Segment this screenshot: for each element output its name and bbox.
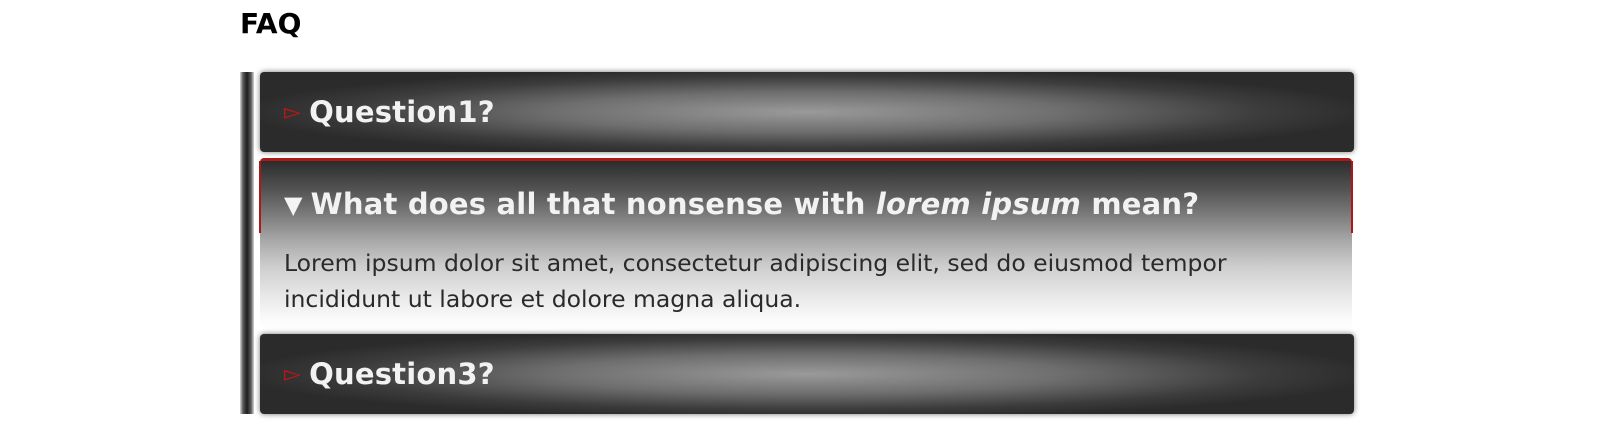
faq-question-text: Question3? bbox=[309, 357, 495, 391]
right-pointer-icon: ▻ bbox=[284, 100, 302, 125]
faq-question-1[interactable]: ▻ Question1? bbox=[284, 72, 495, 152]
right-pointer-icon: ▻ bbox=[284, 362, 302, 387]
faq-question-3[interactable]: ▻ Question3? bbox=[284, 334, 495, 414]
faq-rail bbox=[240, 72, 254, 414]
question-text-after: mean? bbox=[1081, 187, 1200, 221]
faq-question-text: Question1? bbox=[309, 95, 495, 129]
page-title: FAQ bbox=[240, 7, 302, 40]
question-text-emphasis: lorem ipsum bbox=[875, 187, 1082, 221]
faq-item-3[interactable]: ▻ Question3? bbox=[260, 334, 1354, 414]
faq-item-2[interactable]: ▼ What does all that nonsense with lorem… bbox=[259, 158, 1353, 328]
faq-answer-2: Lorem ipsum dolor sit amet, consectetur … bbox=[284, 249, 1227, 313]
faq-question-2[interactable]: ▼ What does all that nonsense with lorem… bbox=[284, 165, 1199, 243]
question-text-before: What does all that nonsense with bbox=[310, 187, 876, 221]
faq-question-text: What does all that nonsense with lorem i… bbox=[311, 187, 1200, 221]
triangle-down-icon: ▼ bbox=[284, 191, 303, 219]
faq-item-1[interactable]: ▻ Question1? bbox=[260, 72, 1354, 152]
